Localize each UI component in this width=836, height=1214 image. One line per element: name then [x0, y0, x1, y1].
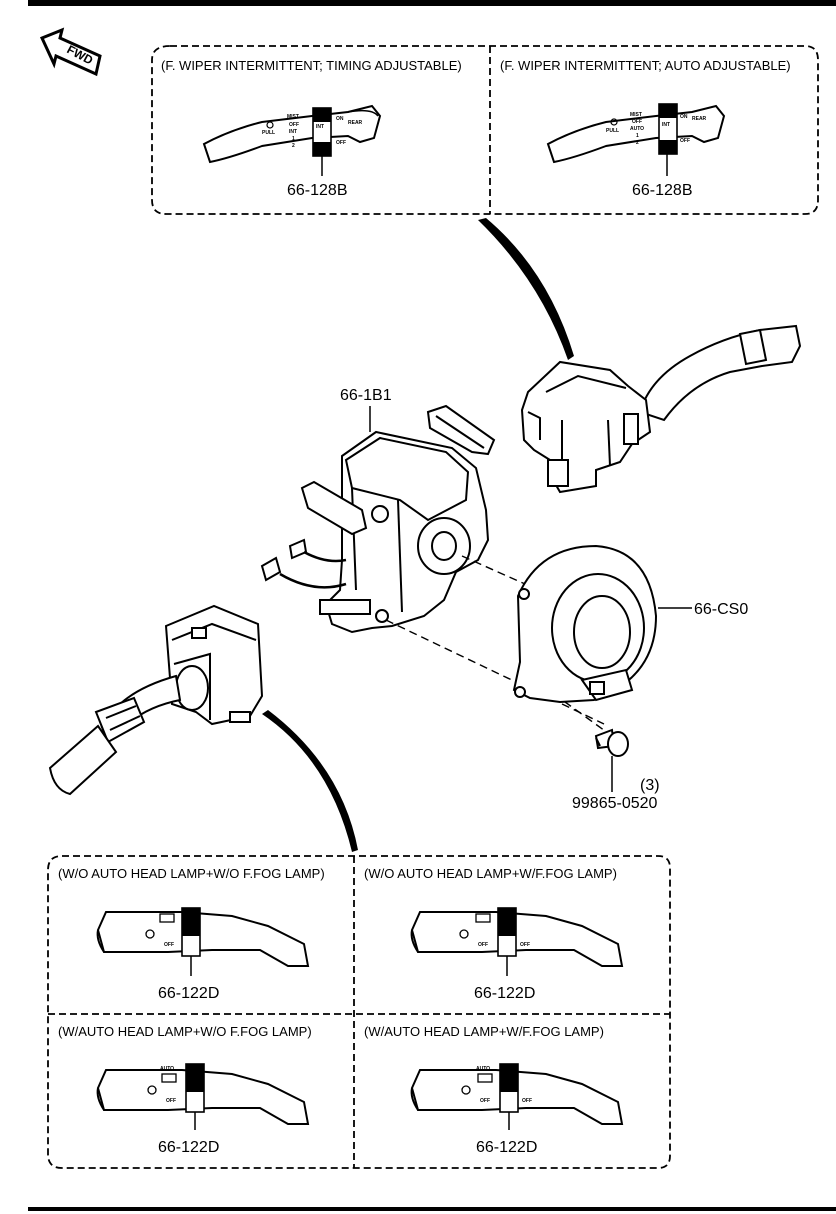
- wiper-callout-pointer: [478, 218, 574, 360]
- wiper-auto-label-off: OFF: [632, 119, 642, 125]
- light-variant-panel: (W/O AUTO HEAD LAMP+W/O F.FOG LAMP) OFF …: [47, 855, 671, 1169]
- wiper-timing-label-on: ON: [336, 116, 344, 122]
- fwd-arrow-icon: FWD: [39, 27, 102, 77]
- light-c-label-off: OFF: [166, 1098, 176, 1104]
- light-d-label-auto: AUTO: [476, 1066, 490, 1072]
- wiper-timing-label-rear-off: OFF: [336, 140, 346, 146]
- wiper-timing-part-no: 66-128B: [287, 182, 348, 199]
- wiper-timing-label-1: 1: [292, 136, 295, 142]
- light-d-part-no: 66-122D: [476, 1139, 537, 1156]
- clock-spring-part-no: 66-CS0: [694, 601, 748, 618]
- wiper-auto-label-rear: REAR: [692, 116, 707, 122]
- light-a-part-no: 66-122D: [158, 985, 219, 1002]
- top-border: [28, 0, 836, 6]
- wiper-auto-part-no: 66-128B: [632, 182, 693, 199]
- light-b-label-off: OFF: [478, 942, 488, 948]
- light-b-label-fog-off: OFF: [520, 942, 530, 948]
- light-d-label-off: OFF: [480, 1098, 490, 1104]
- light-stalk-b: OFF OFF: [410, 907, 624, 976]
- combination-switch-body: [260, 404, 496, 634]
- screw-qty: (3): [640, 777, 660, 794]
- wiper-timing-label-int: INT: [289, 129, 297, 135]
- wiper-timing-label-off: OFF: [289, 122, 299, 128]
- clock-spring: [512, 544, 658, 704]
- light-switch-assembly: [48, 604, 264, 796]
- light-c-caption: (W/AUTO HEAD LAMP+W/O F.FOG LAMP): [58, 1024, 312, 1039]
- wiper-auto-label-on: ON: [680, 114, 688, 120]
- screw: [594, 728, 629, 757]
- wiper-timing-label-mist: MIST: [287, 114, 299, 120]
- light-a-label-off: OFF: [164, 942, 174, 948]
- wiper-timing-caption: (F. WIPER INTERMITTENT; TIMING ADJUSTABL…: [161, 58, 462, 73]
- light-stalk-d: AUTO OFF OFF: [410, 1063, 624, 1130]
- bottom-border: [28, 1207, 836, 1211]
- light-stalk-a: OFF: [96, 907, 310, 976]
- wiper-stalk-timing: MIST OFF INT 1 2 PULL INT ON OFF REAR: [202, 104, 382, 176]
- wiper-variant-panel: (F. WIPER INTERMITTENT; TIMING ADJUSTABL…: [151, 45, 819, 215]
- wiper-auto-label-rear-int: INT: [662, 122, 670, 128]
- wiper-auto-label-auto: AUTO: [630, 126, 644, 132]
- combination-switch-body-part-no: 66-1B1: [340, 387, 392, 404]
- wiper-timing-label-2: 2: [292, 143, 295, 149]
- light-stalk-c: AUTO OFF: [96, 1063, 310, 1130]
- wiper-timing-label-rear: REAR: [348, 120, 363, 126]
- wiper-timing-label-pull: PULL: [262, 130, 275, 136]
- screw-part-no: 99865-0520: [572, 795, 658, 812]
- wiper-auto-label-pull: PULL: [606, 128, 619, 134]
- light-b-caption: (W/O AUTO HEAD LAMP+W/F.FOG LAMP): [364, 866, 617, 881]
- wiper-auto-label-rear-off: OFF: [680, 138, 690, 144]
- wiper-timing-label-rear-int: INT: [316, 124, 324, 130]
- wiper-stalk-auto: MIST OFF AUTO 1 2 PULL INT ON OFF REAR: [546, 103, 726, 176]
- light-c-label-auto: AUTO: [160, 1066, 174, 1072]
- wiper-auto-caption: (F. WIPER INTERMITTENT; AUTO ADJUSTABLE): [500, 58, 791, 73]
- light-d-caption: (W/AUTO HEAD LAMP+W/F.FOG LAMP): [364, 1024, 604, 1039]
- wiper-auto-label-mist: MIST: [630, 112, 642, 118]
- light-c-part-no: 66-122D: [158, 1139, 219, 1156]
- light-d-label-fog-off: OFF: [522, 1098, 532, 1104]
- light-callout-pointer: [262, 710, 358, 852]
- wiper-auto-label-2: 2: [636, 140, 639, 146]
- wiper-auto-label-1: 1: [636, 133, 639, 139]
- wiper-switch-assembly: [520, 324, 802, 494]
- light-b-part-no: 66-122D: [474, 985, 535, 1002]
- light-a-caption: (W/O AUTO HEAD LAMP+W/O F.FOG LAMP): [58, 866, 325, 881]
